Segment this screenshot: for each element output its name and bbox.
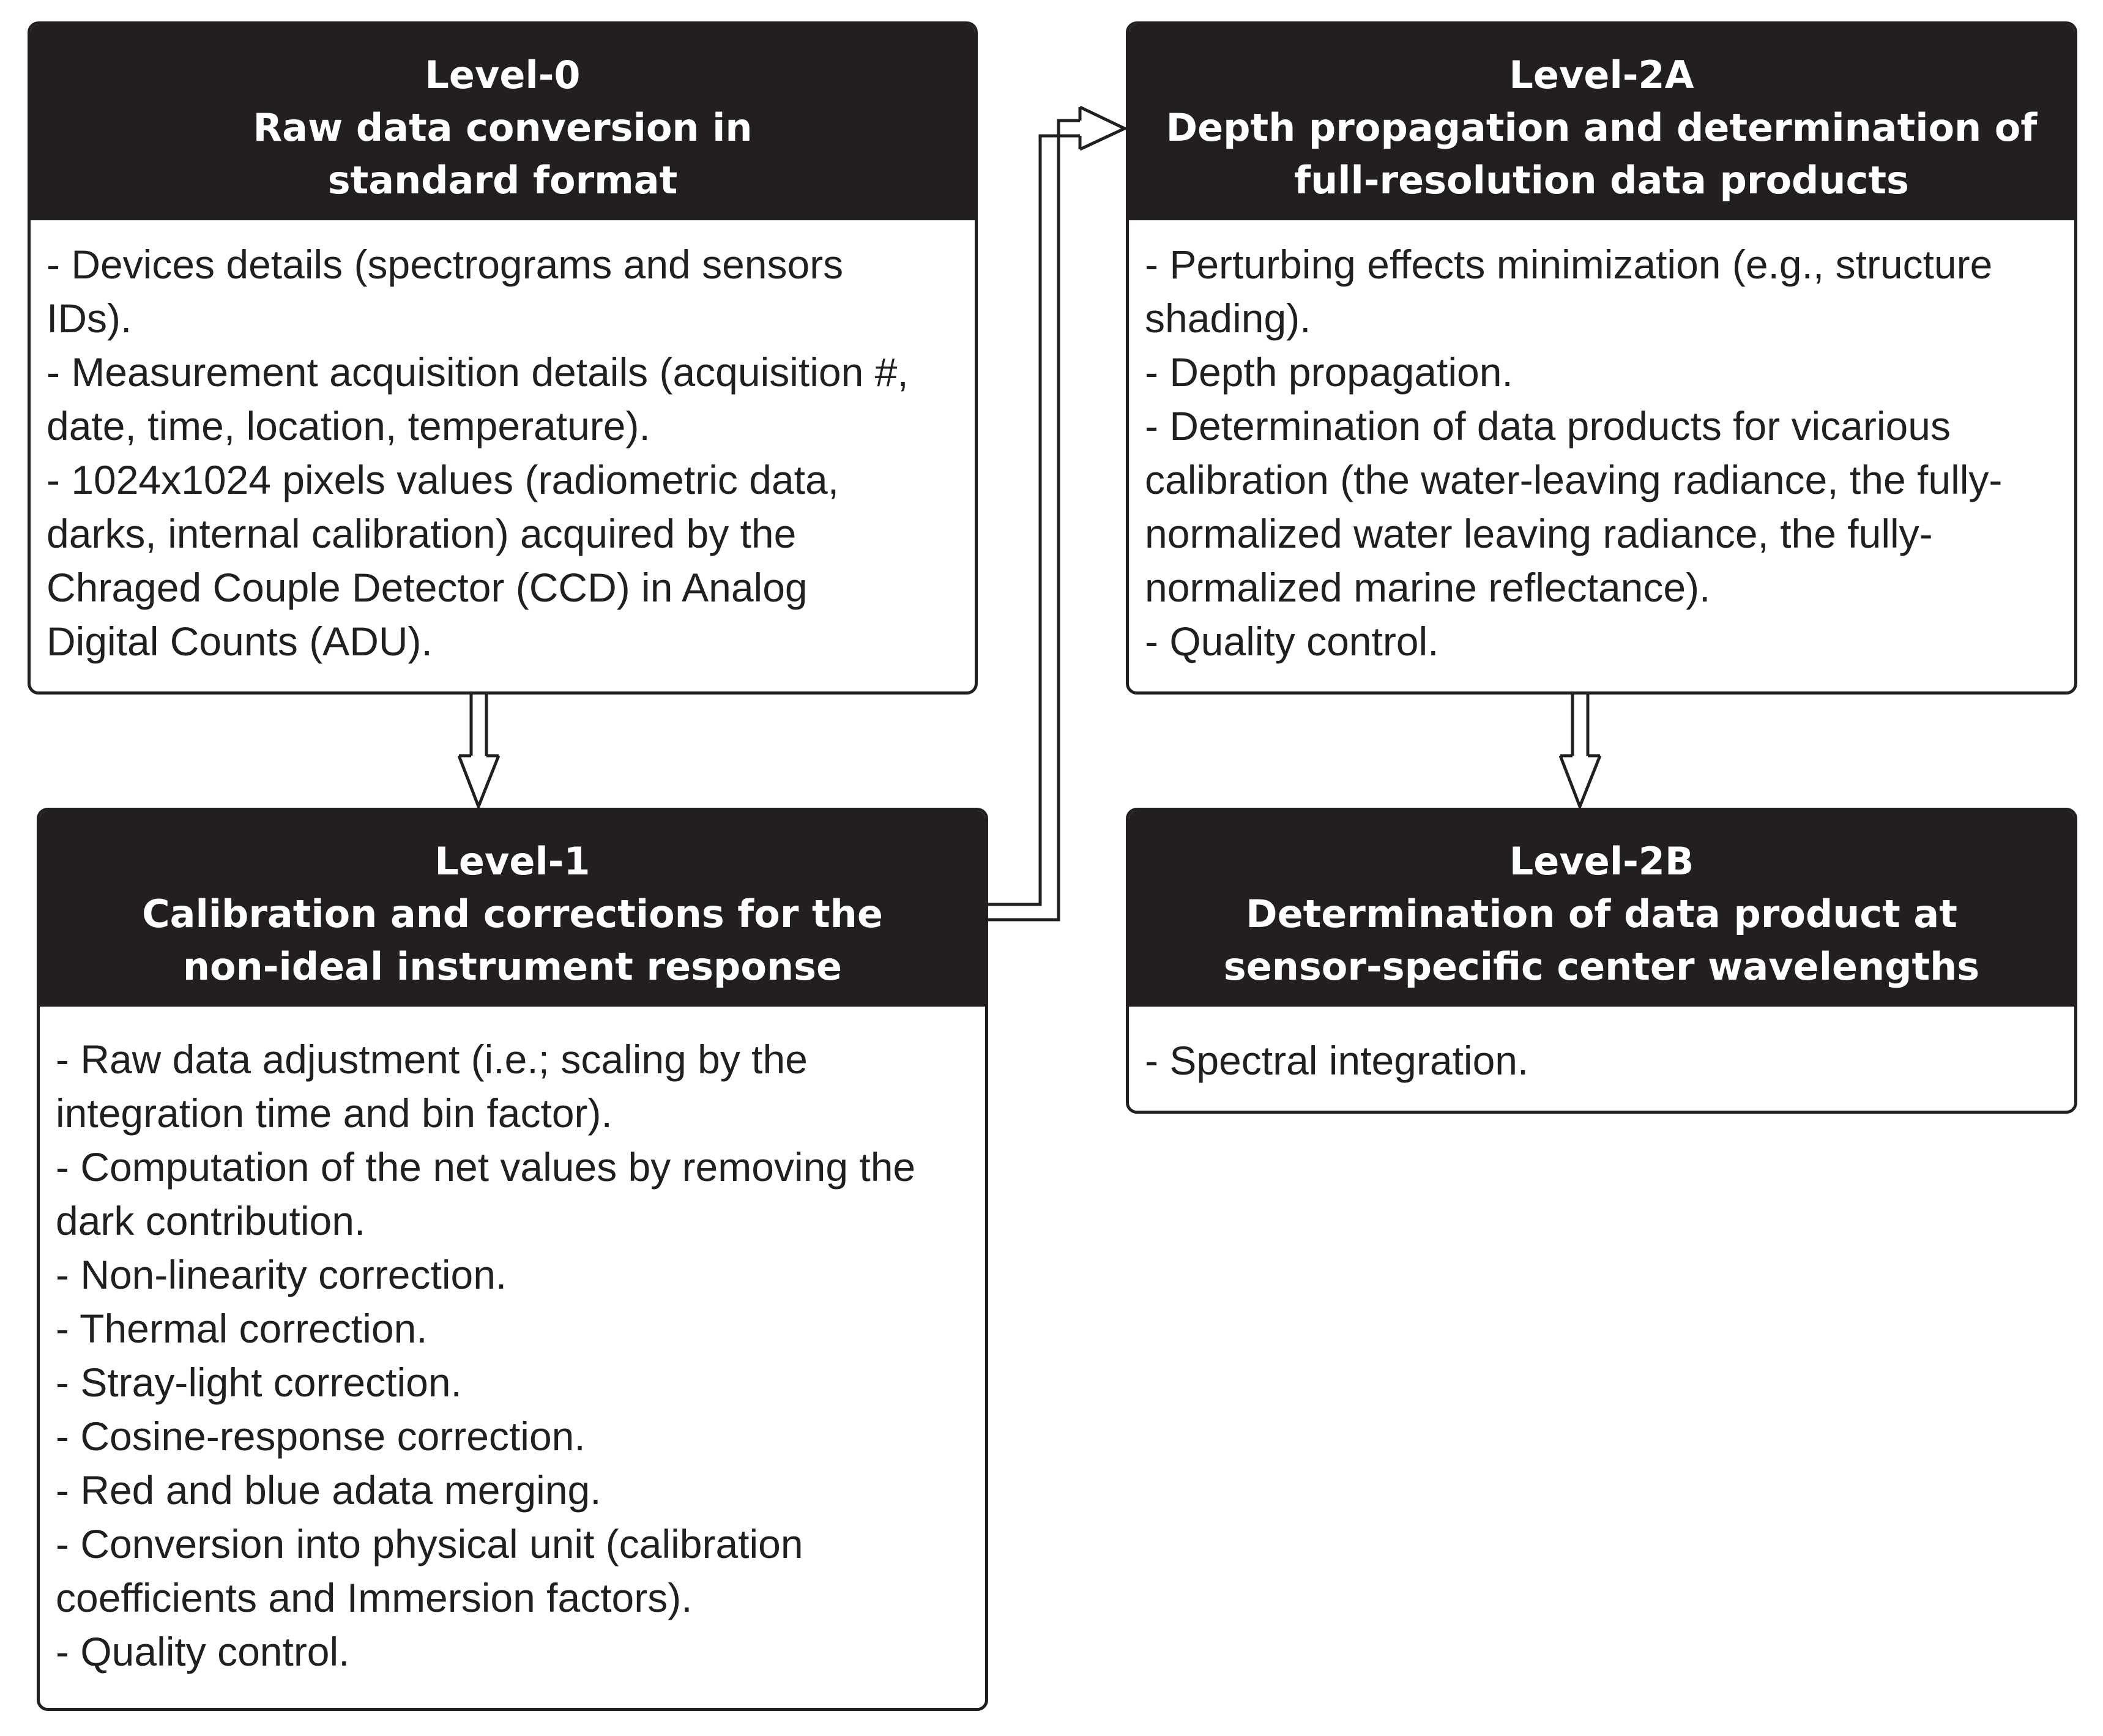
- level1-text-line: - Thermal correction.: [56, 1306, 428, 1351]
- level2a-body: - Perturbing effects minimization (e.g.,…: [1129, 220, 2074, 668]
- level0-title-line: standard format: [327, 158, 678, 203]
- arrow-level0-to-level1: [457, 695, 501, 811]
- level1-text-line: - Red and blue adata merging.: [56, 1467, 601, 1513]
- level2b-text-line: - Spectral integration.: [1145, 1038, 1529, 1083]
- level1-title-line: Calibration and corrections for the: [142, 892, 883, 936]
- level1-title-line: non-ideal instrument response: [182, 944, 843, 989]
- arrow-level1-to-level2a: [988, 105, 1128, 922]
- level0-text-line: Chraged Couple Detector (CCD) in Analog: [47, 565, 808, 610]
- level2a-text-line: normalized water leaving radiance, the f…: [1145, 511, 1933, 556]
- level2a-text-line: - Quality control.: [1145, 619, 1439, 664]
- level2a-text-line: - Depth propagation.: [1145, 349, 1513, 395]
- arrow-level2a-to-level2b: [1558, 695, 1602, 811]
- level0-text-line: - Devices details (spectrograms and sens…: [47, 242, 844, 287]
- level1-text-line: - Quality control.: [56, 1629, 350, 1674]
- level1-body: - Raw data adjustment (i.e.; scaling by …: [40, 1007, 985, 1678]
- level1-text-line: - Stray-light correction.: [56, 1360, 462, 1405]
- level2b-title-line: Determination of data product at: [1246, 892, 1957, 936]
- level2a-text-line: normalized marine reflectance).: [1145, 565, 1711, 610]
- level0-body: - Devices details (spectrograms and sens…: [31, 220, 975, 668]
- level2a-header: Level-2A Depth propagation and determina…: [1129, 24, 2074, 220]
- level1-text-line: - Raw data adjustment (i.e.; scaling by …: [56, 1037, 808, 1082]
- level0-text-line: date, time, location, temperature).: [47, 403, 650, 449]
- level1-text-line: - Computation of the net values by remov…: [56, 1144, 916, 1190]
- level0-title-line: Level-0: [425, 53, 581, 97]
- level2a-title-line: full-resolution data products: [1294, 158, 1909, 203]
- level2b-box: Level-2B Determination of data product a…: [1126, 808, 2077, 1114]
- level2a-text-line: calibration (the water-leaving radiance,…: [1145, 457, 2003, 502]
- level1-header: Level-1 Calibration and corrections for …: [40, 811, 985, 1007]
- level0-text-line: IDs).: [47, 296, 132, 341]
- level2a-title-line: Level-2A: [1509, 53, 1694, 97]
- level2a-title-line: Depth propagation and determination of: [1166, 105, 2038, 150]
- level2b-header: Level-2B Determination of data product a…: [1129, 811, 2074, 1007]
- level1-text-line: dark contribution.: [56, 1198, 366, 1243]
- level1-text-line: - Conversion into physical unit (calibra…: [56, 1521, 803, 1566]
- level0-text-line: - 1024x1024 pixels values (radiometric d…: [47, 457, 839, 502]
- level0-text-line: - Measurement acquisition details (acqui…: [47, 349, 909, 395]
- level2b-body: - Spectral integration.: [1129, 1007, 2074, 1087]
- level2b-title-line: sensor-specific center wavelengths: [1223, 944, 1980, 989]
- level1-text-line: - Cosine-response correction.: [56, 1414, 586, 1459]
- level1-text-line: integration time and bin factor).: [56, 1090, 612, 1136]
- level1-text-line: coefficients and Immersion factors).: [56, 1575, 693, 1620]
- level2a-text-line: - Perturbing effects minimization (e.g.,…: [1145, 242, 1993, 287]
- level2a-text-line: shading).: [1145, 296, 1311, 341]
- level1-text-line: - Non-linearity correction.: [56, 1252, 507, 1297]
- level2b-title-line: Level-2B: [1509, 839, 1694, 884]
- level0-box: Level-0 Raw data conversion in standard …: [28, 21, 978, 695]
- level0-text-line: Digital Counts (ADU).: [47, 619, 433, 664]
- level2a-text-line: - Determination of data products for vic…: [1145, 403, 1951, 449]
- level0-header: Level-0 Raw data conversion in standard …: [31, 24, 975, 220]
- level1-title-line: Level-1: [434, 839, 590, 884]
- level0-text-line: darks, internal calibration) acquired by…: [47, 511, 797, 556]
- level1-box: Level-1 Calibration and corrections for …: [37, 808, 988, 1711]
- level0-title-line: Raw data conversion in: [253, 105, 753, 150]
- level2a-box: Level-2A Depth propagation and determina…: [1126, 21, 2077, 695]
